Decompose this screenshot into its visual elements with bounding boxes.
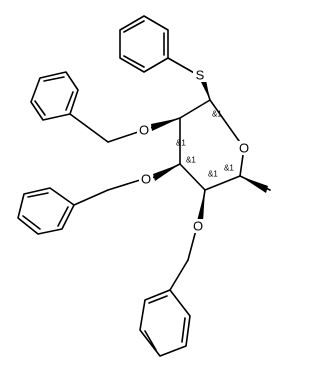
phenyl-ring-bottom xyxy=(139,289,191,357)
wedge-c4-o4 xyxy=(197,190,205,222)
stereo-label-c1: &1 xyxy=(212,110,222,119)
bond-o4-ch2 xyxy=(187,229,197,261)
phenyl-ring-left-top xyxy=(30,71,79,121)
atom-s: S xyxy=(193,68,207,83)
bond-phenyl-s xyxy=(167,57,197,75)
atom-o4: O xyxy=(191,219,205,234)
atom-o2: O xyxy=(137,123,151,138)
bond-o3-ch2 xyxy=(107,179,141,191)
stereo-label-c4: &1 xyxy=(208,170,218,179)
bond-ch2-phenyl-bottom xyxy=(169,259,189,291)
phenyl-ring-top xyxy=(119,15,169,73)
pyranose-ring xyxy=(179,99,245,191)
wedge-c3-o3 xyxy=(153,164,180,181)
o3-label: O xyxy=(141,172,151,187)
atom-o3: O xyxy=(139,172,153,187)
wedge-c5-methyl xyxy=(240,176,268,193)
stereo-label-c5: &1 xyxy=(224,164,234,173)
wedge-c1-s xyxy=(201,80,210,100)
wedge-c2-o2 xyxy=(151,118,180,131)
stereo-label-c3: &1 xyxy=(186,156,196,165)
sulfur-label: S xyxy=(196,68,205,83)
bond-ch2-phenyl-left-mid xyxy=(73,189,109,206)
bond-o2-ch2 xyxy=(107,131,139,143)
ring-oxygen-label: O xyxy=(239,141,249,156)
o4-label: O xyxy=(193,219,203,234)
molecule-diagram: S O O O O &1 &1 &1 &1 &1 xyxy=(17,15,271,357)
o2-label: O xyxy=(139,123,149,138)
phenyl-ring-left-mid xyxy=(17,187,75,235)
atom-o-ring: O xyxy=(237,141,251,156)
bond-ch2-phenyl-left-top xyxy=(69,113,109,143)
stereo-label-c2: &1 xyxy=(176,139,186,148)
